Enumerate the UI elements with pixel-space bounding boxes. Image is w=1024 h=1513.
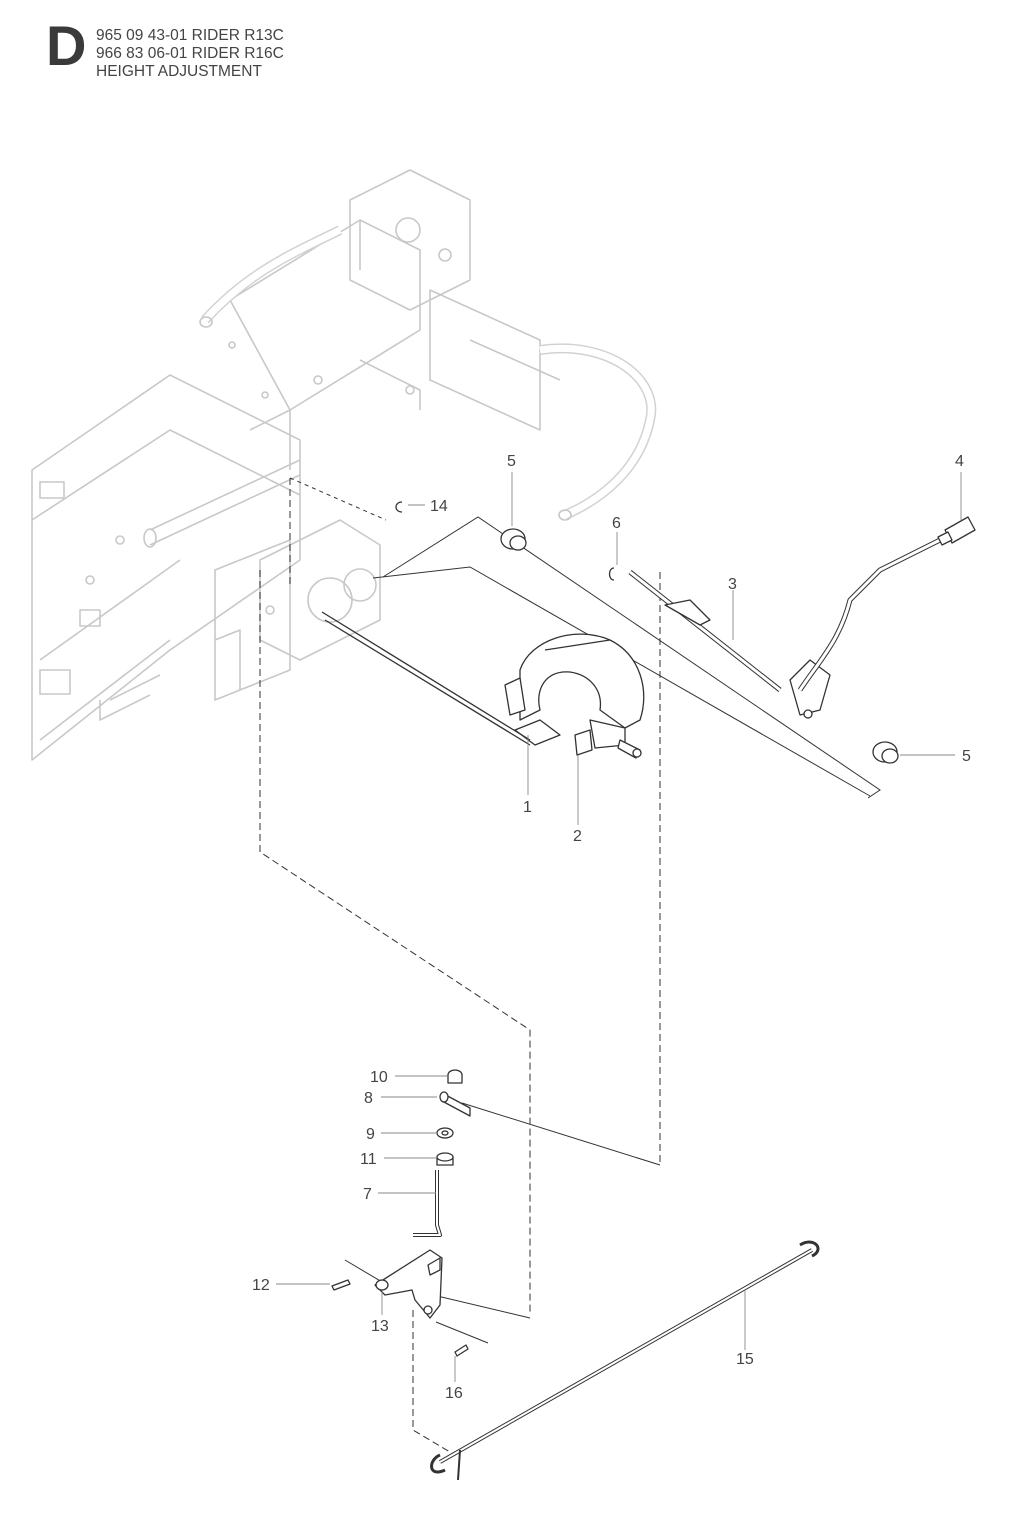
assembly-outlines xyxy=(259,477,881,1456)
callout-10: 10 xyxy=(370,1069,388,1086)
sector-plate xyxy=(504,633,645,749)
title-block: 965 09 43-01 RIDER R13C 966 83 06-01 RID… xyxy=(96,27,284,81)
callout-13: 13 xyxy=(371,1318,389,1335)
handle-grip xyxy=(937,516,976,546)
chassis-frame xyxy=(31,169,657,761)
leader-lines xyxy=(276,472,962,1382)
diagram-title: HEIGHT ADJUSTMENT xyxy=(96,63,262,80)
callout-8: 8 xyxy=(364,1090,373,1107)
callout-5-lower: 5 xyxy=(962,748,971,765)
callout-1: 1 xyxy=(523,799,532,816)
callout-3: 3 xyxy=(728,576,737,593)
clip-14 xyxy=(395,501,403,513)
callout-5-upper: 5 xyxy=(507,453,516,470)
callout-7: 7 xyxy=(363,1186,372,1203)
header: D 965 09 43-01 RIDER R13C 966 83 06-01 R… xyxy=(0,0,1024,100)
model-line-2: 966 83 06-01 RIDER R16C xyxy=(96,45,284,62)
parts xyxy=(321,501,976,1481)
callout-labels: 1 2 3 4 5 5 6 7 8 9 10 11 12 13 14 15 16 xyxy=(252,453,971,1402)
model-line-1: 965 09 43-01 RIDER R13C xyxy=(96,27,284,44)
bushing-5-lower xyxy=(872,741,899,764)
callout-6: 6 xyxy=(612,515,621,532)
callout-11: 11 xyxy=(360,1151,377,1168)
callout-12: 12 xyxy=(252,1277,270,1294)
lever-shaft xyxy=(628,537,942,719)
threaded-rod-7 xyxy=(413,1170,442,1237)
clip-6 xyxy=(608,567,615,581)
bushing-5-upper xyxy=(500,528,527,551)
screw-12 xyxy=(331,1279,351,1291)
callout-4: 4 xyxy=(955,453,964,470)
section-letter: D xyxy=(46,14,87,77)
callout-2: 2 xyxy=(573,828,582,845)
rod-15 xyxy=(430,1240,820,1481)
screw-16 xyxy=(454,1344,469,1357)
bolt-2 xyxy=(574,729,642,759)
callout-14: 14 xyxy=(430,498,448,515)
callout-9: 9 xyxy=(366,1126,375,1143)
callout-16: 16 xyxy=(445,1385,463,1402)
hardware-stack xyxy=(436,1069,471,1166)
callout-15: 15 xyxy=(736,1351,754,1368)
bracket-13 xyxy=(374,1249,443,1319)
